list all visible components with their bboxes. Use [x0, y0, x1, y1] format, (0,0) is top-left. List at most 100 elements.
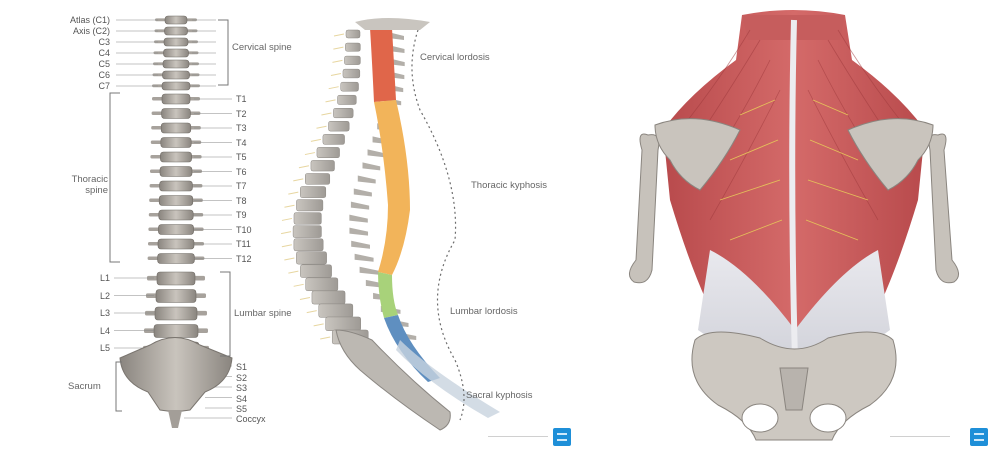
lateral-vertebral-body-16 [293, 226, 321, 238]
vertebra-label-T5: T5 [236, 152, 247, 162]
vertebra-T5 [150, 152, 201, 162]
lateral-nerve-root-18 [284, 258, 294, 260]
curvature-label-thoracic: Thoracic kyphosis [471, 180, 547, 191]
region-label-thoracic: Thoracic spine [62, 174, 108, 196]
vertebra-label-T12: T12 [236, 254, 252, 264]
vertebra-label-T7: T7 [236, 181, 247, 191]
cord-cervical [370, 26, 396, 102]
lateral-spinous-process-11 [362, 162, 380, 170]
lateral-nerve-root-13 [288, 192, 298, 194]
vertebra-label-S3: S3 [236, 383, 247, 393]
region-label-lumbar: Lumbar spine [234, 308, 292, 319]
lateral-vertebral-body-19 [300, 265, 331, 278]
vertebra-T4 [151, 138, 201, 148]
right-humerus [929, 134, 959, 283]
lateral-spinous-process-14 [351, 202, 369, 210]
lateral-nerve-root-19 [288, 271, 298, 273]
lateral-vertebral-body-22 [319, 304, 353, 317]
lateral-vertebral-body-7 [333, 108, 353, 118]
lateral-nerve-root-7 [321, 113, 331, 115]
watermark-credit-line-right [890, 436, 950, 437]
lateral-nerve-root-15 [282, 218, 292, 220]
curvature-label-lumbar: Lumbar lordosis [450, 306, 518, 317]
lateral-vertebral-body-15 [294, 213, 321, 225]
vertebra-label-C7: C7 [60, 81, 110, 91]
lateral-vertebral-body-1 [346, 30, 360, 38]
vertebra-label-S5: S5 [236, 404, 247, 414]
vertebra-label-T4: T4 [236, 138, 247, 148]
kenhub-logo-icon [553, 428, 571, 446]
vertebra-L1 [147, 272, 205, 285]
sacrum-shape [120, 338, 232, 413]
lateral-nerve-root-11 [299, 166, 309, 168]
vertebra-label-T8: T8 [236, 196, 247, 206]
vertebra-C4 [154, 49, 199, 57]
vertebra-L3 [145, 307, 207, 320]
kenhub-logo-icon-right [970, 428, 988, 446]
vertebra-label-L5: L5 [60, 343, 110, 353]
vertebra-T3 [151, 123, 201, 133]
vertebra-L2 [146, 290, 206, 303]
lateral-nerve-root-22 [307, 311, 317, 313]
lateral-spinous-process-12 [358, 175, 376, 183]
lateral-nerve-root-23 [314, 324, 324, 326]
lateral-vertebral-body-4 [343, 69, 360, 78]
coccyx-shape [168, 410, 182, 428]
lateral-vertebral-body-8 [328, 121, 349, 131]
vertebra-label-C5: C5 [60, 59, 110, 69]
vertebral-column-illustration: Atlas (C1)Axis (C2)C3C4C5C6C7T1T2T3T4T5T… [0, 0, 600, 450]
lateral-vertebral-body-10 [317, 147, 340, 157]
vertebra-label-S2: S2 [236, 373, 247, 383]
lateral-spinous-process-13 [354, 189, 372, 197]
vertebra-label-S1: S1 [236, 362, 247, 372]
lateral-vertebral-body-9 [323, 134, 345, 144]
lateral-vertebral-body-14 [296, 200, 322, 211]
vertebra-label-L3: L3 [60, 308, 110, 318]
lateral-vertebral-body-23 [326, 317, 361, 331]
lateral-nerve-root-21 [300, 297, 310, 299]
lateral-spinous-process-17 [351, 241, 370, 249]
vertebra-T2 [152, 109, 201, 119]
lateral-nerve-root-5 [329, 87, 339, 89]
vertebra-label-L4: L4 [60, 326, 110, 336]
lateral-nerve-root-3 [332, 60, 342, 62]
vertebra-label-T1: T1 [236, 94, 247, 104]
curvature-label-cervical: Cervical lordosis [420, 52, 490, 63]
lateral-nerve-root-9 [311, 139, 321, 141]
vertebra-label-T11: T11 [236, 239, 251, 249]
lateral-vertebral-body-5 [341, 82, 359, 91]
lateral-vertebral-body-3 [344, 56, 360, 65]
lateral-nerve-root-10 [305, 153, 315, 155]
curvature-label-sacral: Sacral kyphosis [466, 390, 533, 401]
left-humerus [629, 134, 658, 283]
vertebra-label-T3: T3 [236, 123, 247, 133]
lateral-nerve-root-2 [333, 47, 343, 49]
vertebra-label-L2: L2 [60, 291, 110, 301]
vertebra-label-T2: T2 [236, 109, 247, 119]
vertebra-label-S4: S4 [236, 394, 247, 404]
lateral-vertebral-body-6 [338, 95, 357, 104]
vertebra-label-C2: Axis (C2) [60, 26, 110, 36]
vertebra-C1 [155, 16, 197, 24]
lateral-vertebral-body-13 [300, 187, 325, 198]
lateral-nerve-root-1 [334, 34, 344, 36]
lateral-spinous-process-18 [355, 254, 374, 262]
lateral-vertebral-body-18 [296, 252, 326, 264]
lateral-vertebral-body-11 [311, 160, 335, 171]
vertebra-label-T6: T6 [236, 167, 247, 177]
back-muscles-illustration [600, 0, 988, 450]
lateral-vertebral-body-12 [305, 173, 330, 184]
vertebra-label-T10: T10 [236, 225, 252, 235]
lateral-nerve-root-6 [326, 100, 336, 102]
cord-thoracic [374, 100, 410, 275]
region-label-cervical: Cervical spine [232, 42, 292, 53]
lateral-nerve-root-4 [331, 74, 341, 76]
lateral-spinous-process-16 [349, 228, 368, 236]
lateral-vertebral-body-20 [306, 278, 338, 291]
region-label-sacrum: Sacrum [68, 381, 101, 392]
vertebra-label-C3: C3 [60, 37, 110, 47]
vertebra-label-coccyx: Coccyx [236, 414, 266, 424]
vertebra-label-L1: L1 [60, 273, 110, 283]
lateral-vertebral-body-2 [345, 43, 360, 51]
lateral-nerve-root-24 [320, 337, 330, 339]
